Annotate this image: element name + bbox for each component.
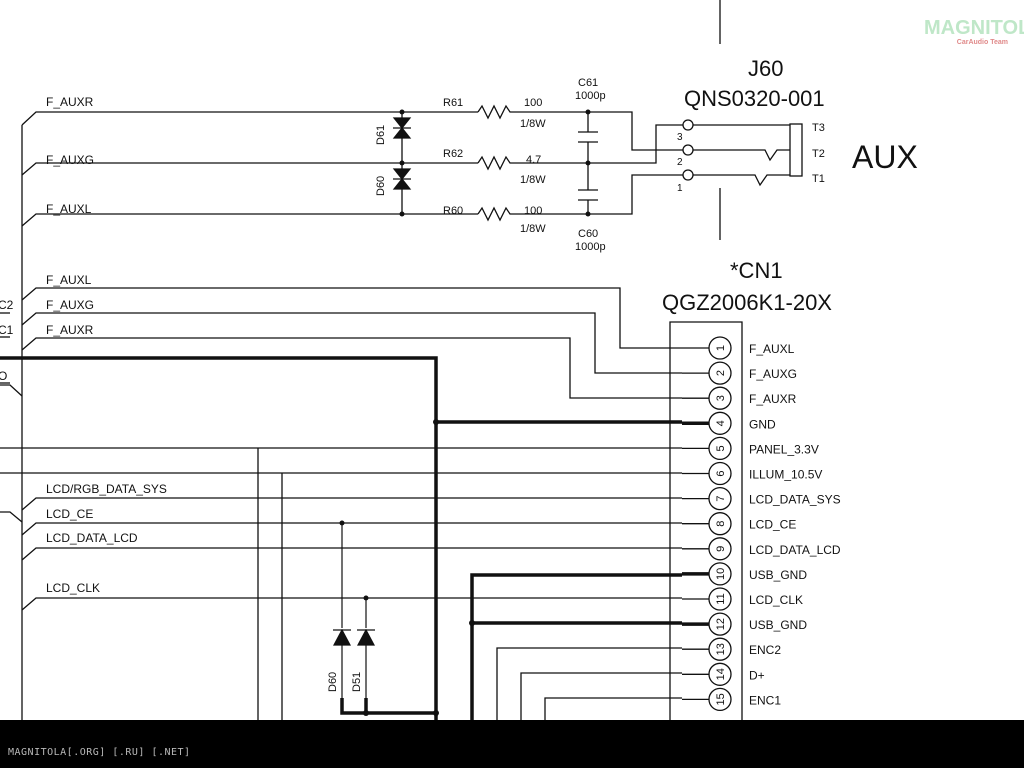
diode-d51-bottom-ref: D51 (351, 672, 363, 692)
jack-terminal-t3: T3 (812, 122, 825, 134)
resistor-r60-power: 1/8W (520, 223, 546, 235)
jack-pin-1: 1 (677, 183, 683, 194)
jack-part: QNS0320-001 (684, 86, 825, 111)
connector-pin-number: 3 (715, 395, 727, 401)
capacitor-c61-value: 1000p (575, 90, 606, 102)
connector-pin-name: D+ (749, 668, 765, 682)
connector-pin-number: 7 (715, 496, 727, 502)
logo-word: MAGNITOLA (924, 17, 1024, 39)
system-navigation-bar: MAGNITOLA[.ORG] [.RU] [.NET] (0, 720, 1024, 768)
connector-pin-name: LCD_CE (749, 518, 796, 532)
capacitor-c60-value: 1000p (575, 241, 606, 253)
connector-pin-number: 8 (715, 521, 727, 527)
logo-tag: CarAudio Team (956, 39, 1008, 46)
net-label-lcd-clk: LCD_CLK (46, 581, 100, 595)
jack-name: AUX (852, 139, 918, 175)
aux-jack (682, 0, 803, 240)
connector-pin-name: USB_GND (749, 618, 807, 632)
resistor-r60-ref: R60 (443, 205, 463, 217)
connector-pin-number: 10 (715, 568, 727, 580)
connector-part: QGZ2006K1-20X (662, 290, 832, 315)
connector-pin-number: 4 (715, 420, 727, 426)
connector-pin-name: LCD_DATA_LCD (749, 543, 841, 557)
net-label-f-auxl-mid: F_AUXL (46, 273, 92, 287)
diode-d61-top-ref: D61 (375, 125, 387, 145)
footer-credit: MAGNITOLA[.ORG] [.RU] [.NET] (8, 747, 191, 758)
connector-pin-number: 1 (715, 345, 727, 351)
net-label-f-auxg-top: F_AUXG (46, 153, 94, 167)
connector-pin-name: PANEL_3.3V (749, 442, 819, 456)
net-label-f-auxg-mid: F_AUXG (46, 298, 94, 312)
bottom-junctions (339, 520, 369, 601)
diode-d60-bottom-ref: D60 (327, 672, 339, 692)
magnitola-logo: MAGNITOLA CarAudio Team (924, 17, 1024, 50)
jack-ref: J60 (748, 56, 783, 81)
diode-d60-top-ref: D60 (375, 176, 387, 196)
connector-pin-name: F_AUXL (749, 342, 795, 356)
resistor-r62-value: 4.7 (526, 154, 541, 166)
connector-pin-number: 14 (715, 668, 727, 680)
resistor-r62-ref: R62 (443, 148, 463, 160)
net-label-lcd-data-lcd: LCD_DATA_LCD (46, 531, 138, 545)
resistor-r61-value: 100 (524, 97, 542, 109)
jack-pin-2: 2 (677, 157, 683, 168)
connector-pin-name: GND (749, 417, 776, 431)
jack-terminal-t2: T2 (812, 148, 825, 160)
connector-pin-name: ENC1 (749, 693, 781, 707)
connector-pin-name: ENC2 (749, 643, 781, 657)
aux-network (401, 104, 683, 222)
edge-label-c2: C2 (0, 298, 14, 312)
connector-ref: *CN1 (730, 258, 783, 283)
connector-pin-name: LCD_DATA_SYS (749, 493, 841, 507)
connector-pin-name: USB_GND (749, 568, 807, 582)
jack-pin-3: 3 (677, 132, 683, 143)
net-label-f-auxl-top: F_AUXL (46, 202, 92, 216)
connector-pin-number: 6 (715, 470, 727, 476)
net-label-lcd-ce: LCD_CE (46, 507, 93, 521)
resistor-r60-value: 100 (524, 205, 542, 217)
connector-pin-name: F_AUXG (749, 367, 797, 381)
connector-pin-name: LCD_CLK (749, 593, 803, 607)
net-label-f-auxr-mid: F_AUXR (46, 323, 94, 337)
connector-pin-number: 15 (715, 693, 727, 705)
connector-pin-number: 13 (715, 643, 727, 655)
resistor-r61-power: 1/8W (520, 118, 546, 130)
left-bus (0, 111, 682, 720)
net-label-f-auxr-top: F_AUXR (46, 95, 94, 109)
jack-terminal-t1: T1 (812, 173, 825, 185)
aux-junctions (399, 109, 591, 217)
connector-pins: 1 F_AUXL 2 F_AUXG 3 F_AUXR 4 GND 5 PANEL_3.3V 6 ILL… (682, 336, 841, 712)
capacitor-c61-ref: C61 (578, 77, 598, 89)
connector-pin-number: 11 (715, 593, 727, 604)
connector-pin-number: 9 (715, 546, 727, 552)
edge-label-o: O (0, 369, 7, 383)
connector-pin-name: F_AUXR (749, 392, 797, 406)
junction-dots (363, 419, 475, 716)
resistor-r62-power: 1/8W (520, 174, 546, 186)
connector-pin-number: 12 (715, 618, 727, 630)
edge-label-c1: C1 (0, 323, 14, 337)
connector-pin-name: ILLUM_10.5V (749, 468, 822, 482)
net-label-lcd-rgb-data-sys: LCD/RGB_DATA_SYS (46, 482, 167, 496)
connector-pin-number: 2 (715, 370, 727, 376)
tvs-diodes-top (392, 117, 412, 190)
capacitor-c60-ref: C60 (578, 228, 598, 240)
connector-body (669, 321, 743, 720)
resistor-r61-ref: R61 (443, 97, 463, 109)
tvs-diodes-bottom (333, 523, 375, 698)
connector-pin-number: 5 (715, 445, 727, 451)
